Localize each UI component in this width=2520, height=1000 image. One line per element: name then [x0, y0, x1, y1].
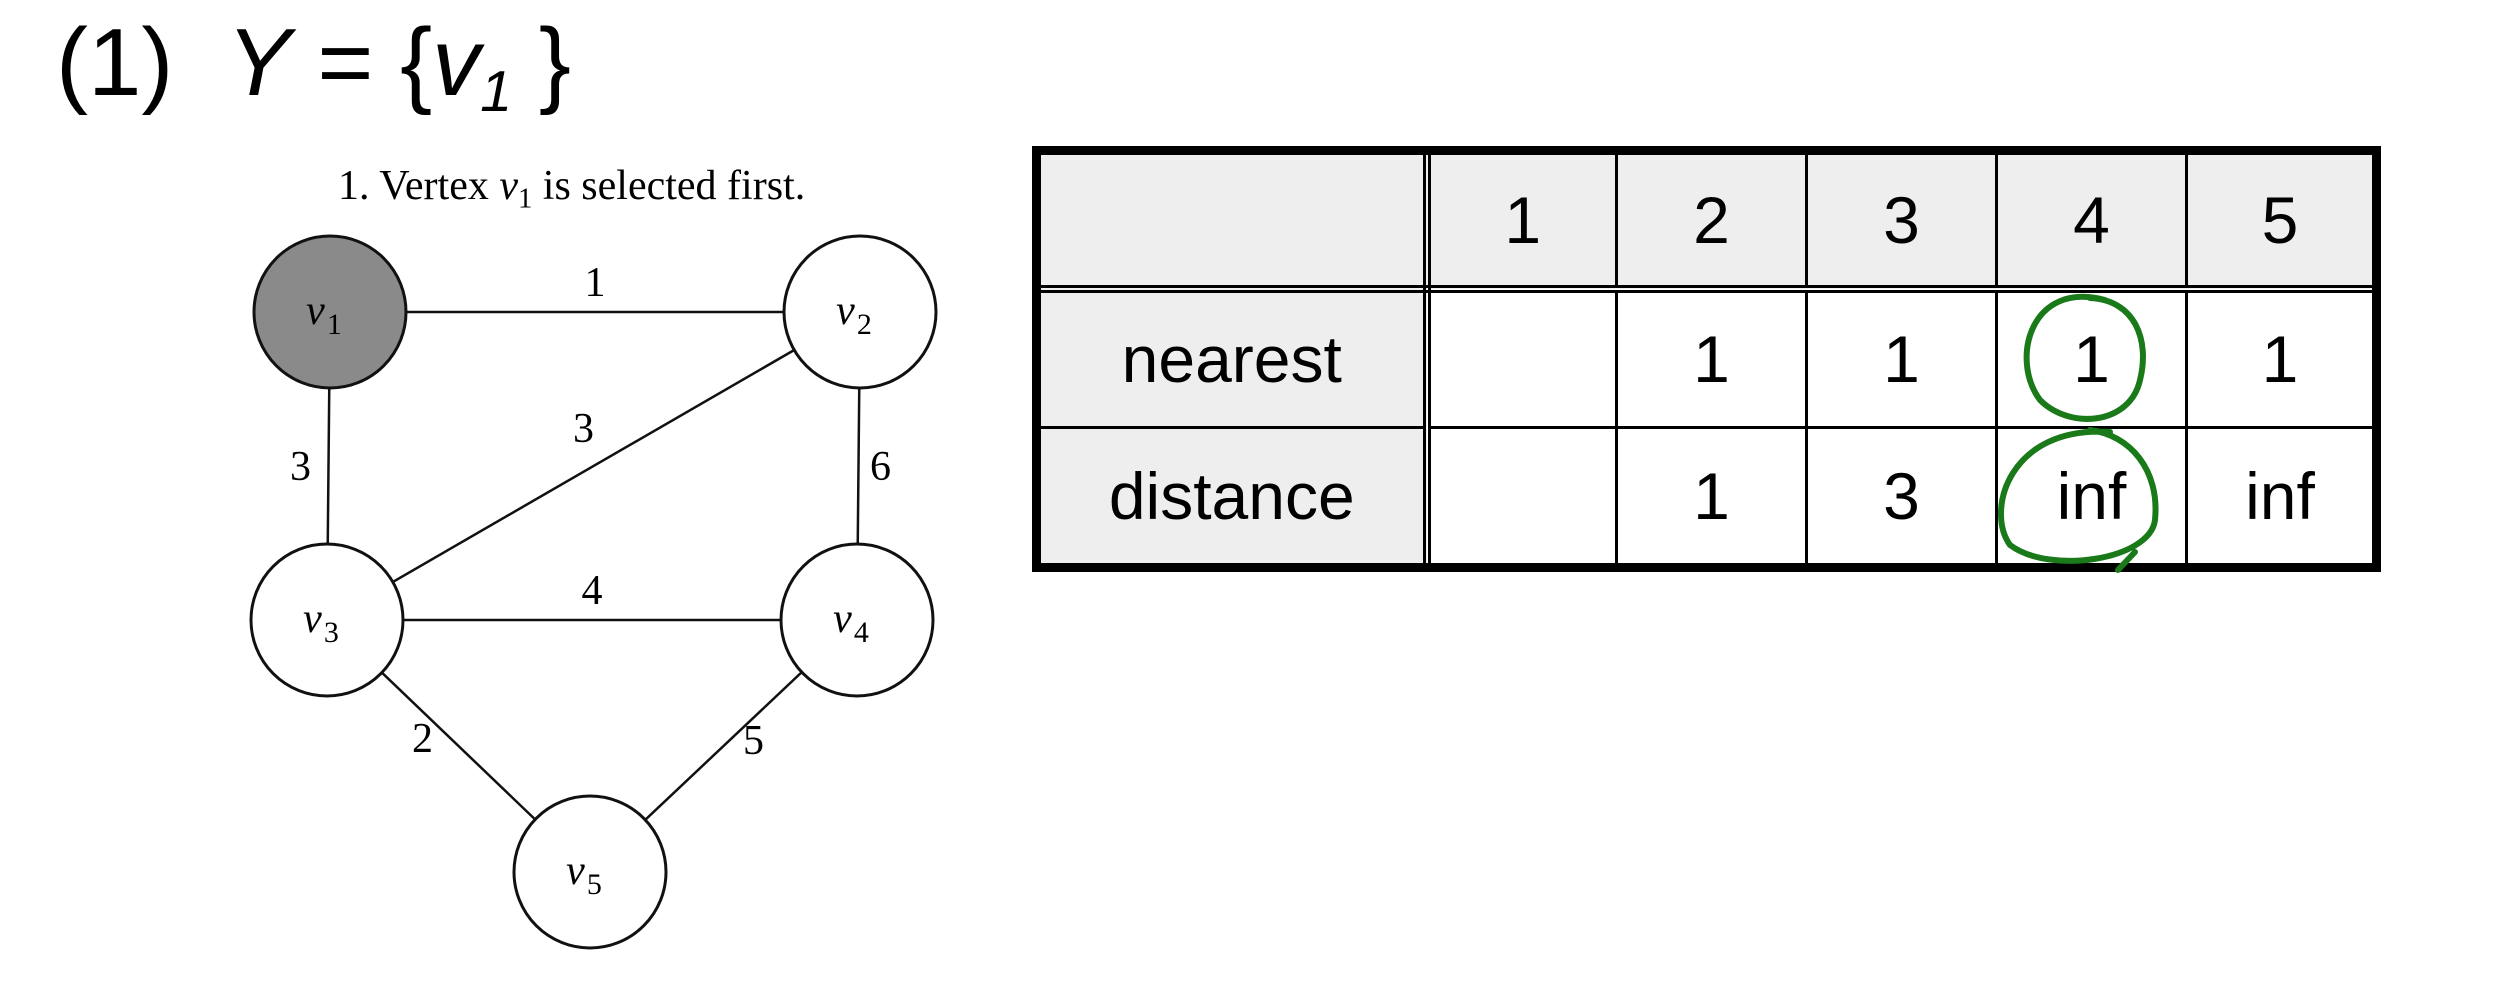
- distance-cell-5: inf: [2185, 426, 2378, 569]
- set-var-sub: 1: [480, 60, 513, 125]
- caption-var-sub: 1: [518, 183, 533, 215]
- set-name: Y: [226, 9, 291, 116]
- node-label-v4: v4: [833, 596, 869, 649]
- nearest-cell-1: [1425, 287, 1618, 430]
- edge-weight-v1-v3: 3: [290, 444, 311, 490]
- set-close: }: [512, 9, 571, 116]
- edge-v2-v3: [326, 310, 861, 622]
- table-row-nearest: nearest 1 1 1 1: [1035, 287, 2378, 430]
- edge-weight-v2-v4: 6: [870, 444, 891, 490]
- row-label-nearest: nearest: [1035, 287, 1431, 430]
- caption-var: v: [499, 163, 519, 209]
- distance-cell-2: 1: [1615, 426, 1808, 569]
- set-open: = {: [290, 9, 433, 116]
- header-corner: [1035, 148, 1431, 293]
- table-row-distance: distance 1 3 inf inf: [1035, 426, 2378, 569]
- row-label-distance: distance: [1035, 426, 1431, 569]
- edge-weight-v1-v2: 1: [585, 260, 606, 306]
- node-v1: [252, 234, 408, 390]
- nearest-cell-5: 1: [2185, 287, 2378, 430]
- distance-cell-4: inf: [1995, 426, 2188, 569]
- node-v5: [512, 794, 668, 950]
- caption-before: 1. Vertex: [338, 163, 500, 209]
- edge-weight-v2-v3: 3: [573, 406, 594, 452]
- nearest-cell-4: 1: [1995, 287, 2188, 430]
- step-number: (1): [56, 9, 174, 116]
- header-cell-3: 3: [1805, 148, 1998, 293]
- nearest-distance-table: 1 2 3 4 5 nearest 1 1 1 1 distance 1 3 i…: [1032, 146, 2381, 572]
- node-v2: [782, 234, 938, 390]
- caption-after: is selected first.: [532, 163, 806, 209]
- header-cell-5: 5: [2185, 148, 2378, 293]
- distance-cell-1: [1425, 426, 1618, 569]
- edge-weight-v3-v4: 4: [582, 568, 603, 614]
- edge-weight-v4-v5: 5: [743, 718, 764, 764]
- node-v3: [249, 542, 405, 698]
- header-cell-1: 1: [1425, 148, 1618, 293]
- nearest-cell-2: 1: [1615, 287, 1808, 430]
- edge-weight-v3-v5: 2: [412, 716, 433, 762]
- set-var: v: [432, 9, 481, 116]
- distance-cell-3: 3: [1805, 426, 1998, 569]
- node-label-v2: v2: [836, 288, 872, 341]
- header-cell-2: 2: [1615, 148, 1808, 293]
- step-heading: (1) Y = {v1 }: [56, 8, 571, 125]
- graph-caption: 1. Vertex v1 is selected first.: [338, 162, 805, 216]
- header-cell-4: 4: [1995, 148, 2188, 293]
- nearest-cell-3: 1: [1805, 287, 1998, 430]
- table-header-row: 1 2 3 4 5: [1035, 148, 2378, 293]
- node-v4: [779, 542, 935, 698]
